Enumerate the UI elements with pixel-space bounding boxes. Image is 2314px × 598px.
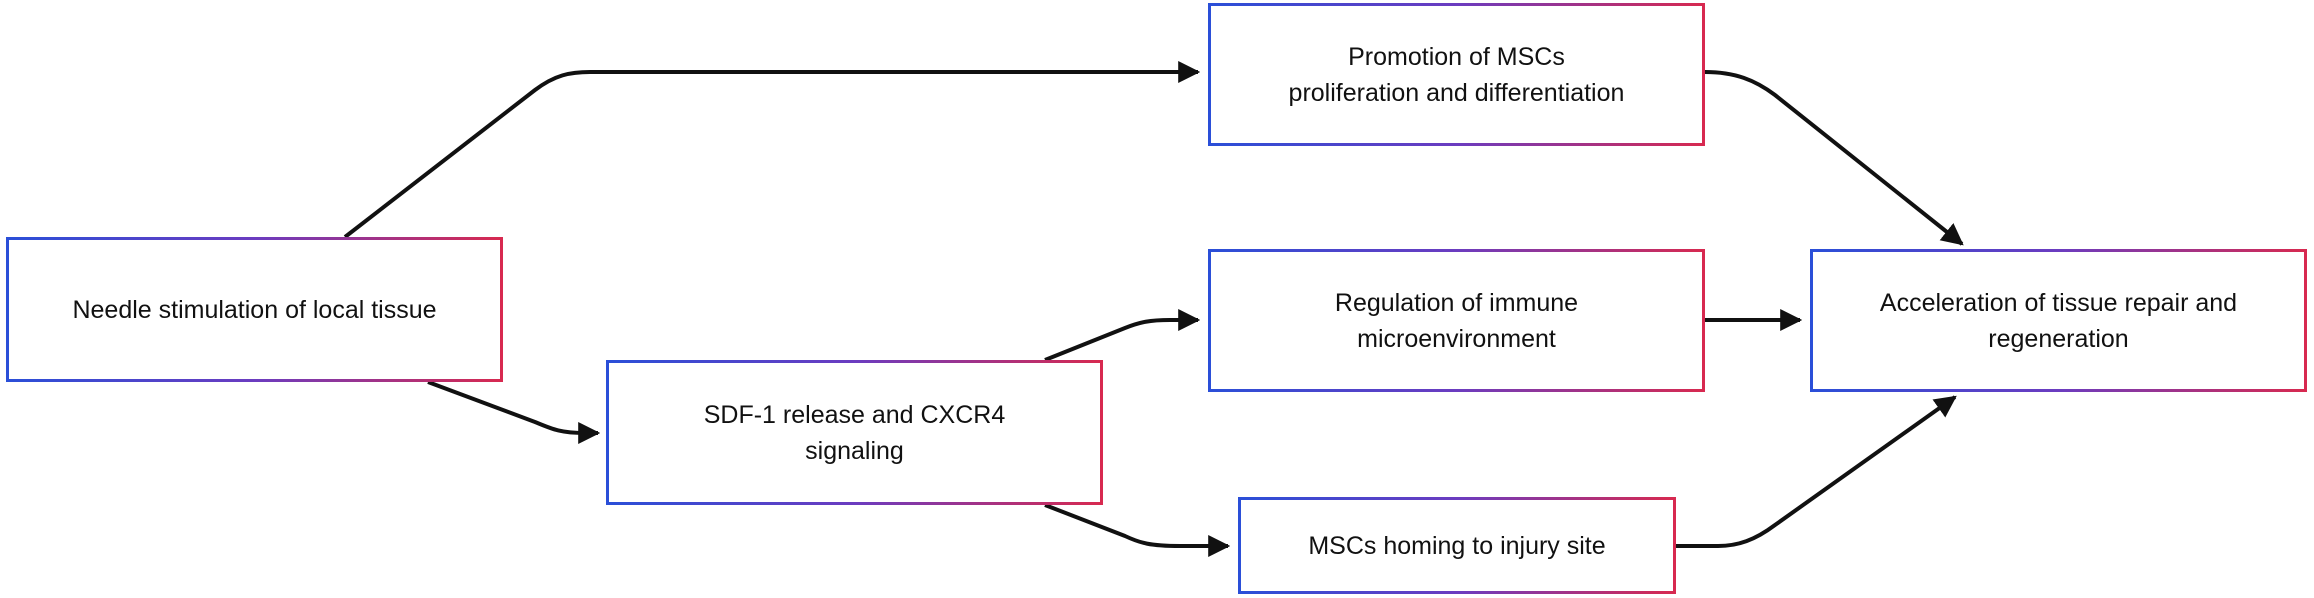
node-promotion-mscs-label: Promotion of MSCs proliferation and diff… xyxy=(1288,42,1625,107)
node-mscs-homing-label: MSCs homing to injury site xyxy=(1308,531,1606,560)
node-tissue-repair: Acceleration of tissue repair and regene… xyxy=(1810,249,2307,392)
node-immune-regulation: Regulation of immune microenvironment xyxy=(1208,249,1705,392)
node-immune-regulation-label: Regulation of immune microenvironment xyxy=(1334,288,1579,353)
node-mscs-homing: MSCs homing to injury site xyxy=(1238,497,1676,594)
node-tissue-repair-label: Acceleration of tissue repair and regene… xyxy=(1879,288,2238,353)
arrow-needle-to-promotion xyxy=(343,61,1201,239)
node-sdf-release-label: SDF-1 release and CXCR4 signaling xyxy=(703,400,1006,465)
node-needle-stimulation-label: Needle stimulation of local tissue xyxy=(72,295,437,324)
arrow-homing-to-acceleration xyxy=(1675,395,1957,548)
node-promotion-mscs: Promotion of MSCs proliferation and diff… xyxy=(1208,3,1705,146)
node-sdf-release: SDF-1 release and CXCR4 signaling xyxy=(606,360,1103,505)
arrow-sdf-to-immune xyxy=(1044,309,1201,362)
arrow-sdf-to-homing xyxy=(1044,503,1231,557)
arrow-needle-to-sdf xyxy=(427,380,601,444)
node-needle-stimulation: Needle stimulation of local tissue xyxy=(6,237,503,382)
arrow-promotion-to-acceleration xyxy=(1704,70,1964,246)
